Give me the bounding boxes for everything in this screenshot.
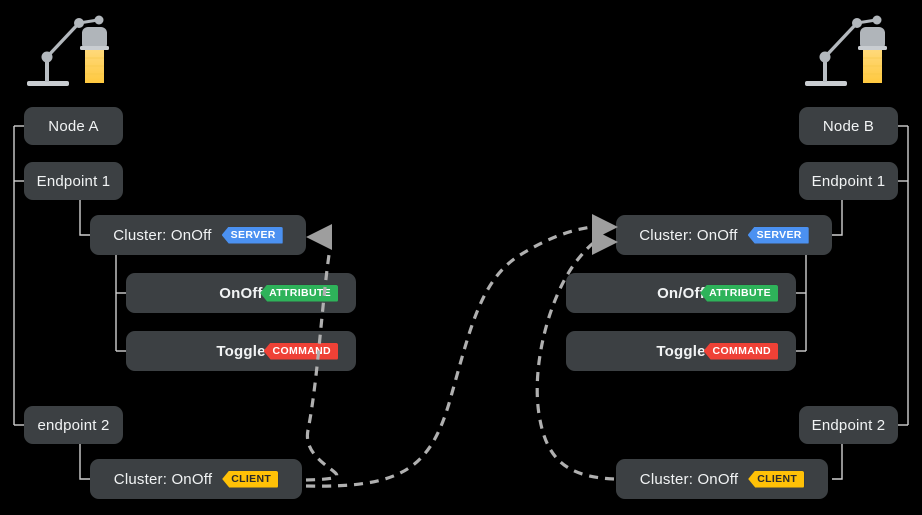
flow-left-client-to-left-server — [305, 247, 339, 482]
attribute-badge-left: ATTRIBUTE — [260, 284, 338, 302]
server-badge-left: SERVER — [221, 226, 283, 244]
right-endpoint-2-box[interactable]: Endpoint 2 — [799, 406, 898, 444]
right-server-cluster-box[interactable]: Cluster: OnOff SERVER — [616, 215, 832, 255]
left-client-cluster-label: Cluster: OnOff — [113, 470, 213, 488]
command-badge-right: COMMAND — [703, 342, 778, 360]
left-endpoint-2-box[interactable]: endpoint 2 — [24, 406, 123, 444]
node-b-label: Node B — [822, 117, 875, 135]
right-endpoint-1-box[interactable]: Endpoint 1 — [799, 162, 898, 200]
right-attribute-label: On/Off — [657, 284, 705, 302]
attribute-badge-right: ATTRIBUTE — [700, 284, 778, 302]
left-attribute-label: OnOff — [219, 284, 263, 302]
arrowhead-right-server-lower — [592, 229, 618, 255]
right-command-row[interactable]: Toggle COMMAND — [566, 331, 796, 371]
flow-right-client-to-right-server — [535, 236, 615, 481]
client-badge-left: CLIENT — [222, 470, 279, 488]
right-server-cluster-label: Cluster: OnOff — [639, 226, 738, 244]
right-attribute-row[interactable]: On/Off ATTRIBUTE — [566, 273, 796, 313]
node-a-label: Node A — [48, 117, 99, 135]
left-command-label: Toggle — [216, 342, 266, 360]
left-server-cluster-box[interactable]: Cluster: OnOff SERVER — [90, 215, 306, 255]
node-a-box[interactable]: Node A — [24, 107, 123, 145]
desk-lamp-icon-right — [805, 15, 887, 86]
left-server-cluster-label: Cluster: OnOff — [113, 226, 212, 244]
right-client-cluster-box[interactable]: Cluster: OnOff CLIENT — [616, 459, 828, 499]
desk-lamp-icon-left — [27, 15, 109, 86]
left-endpoint-1-label: Endpoint 1 — [36, 172, 111, 190]
left-attribute-row[interactable]: OnOff ATTRIBUTE — [126, 273, 356, 313]
client-badge-right: CLIENT — [748, 470, 805, 488]
server-badge-right: SERVER — [747, 226, 809, 244]
right-command-label: Toggle — [656, 342, 706, 360]
right-endpoint-2-label: Endpoint 2 — [811, 416, 886, 434]
right-endpoint-1-label: Endpoint 1 — [811, 172, 886, 190]
node-b-box[interactable]: Node B — [799, 107, 898, 145]
left-endpoint-1-box[interactable]: Endpoint 1 — [24, 162, 123, 200]
right-client-cluster-label: Cluster: OnOff — [639, 470, 739, 488]
arrowhead-left-server — [306, 224, 332, 250]
left-endpoint-2-label: endpoint 2 — [37, 416, 110, 434]
flow-arrowheads — [306, 214, 618, 255]
left-client-cluster-box[interactable]: Cluster: OnOff CLIENT — [90, 459, 302, 499]
flow-left-client-to-right-server — [305, 224, 601, 488]
